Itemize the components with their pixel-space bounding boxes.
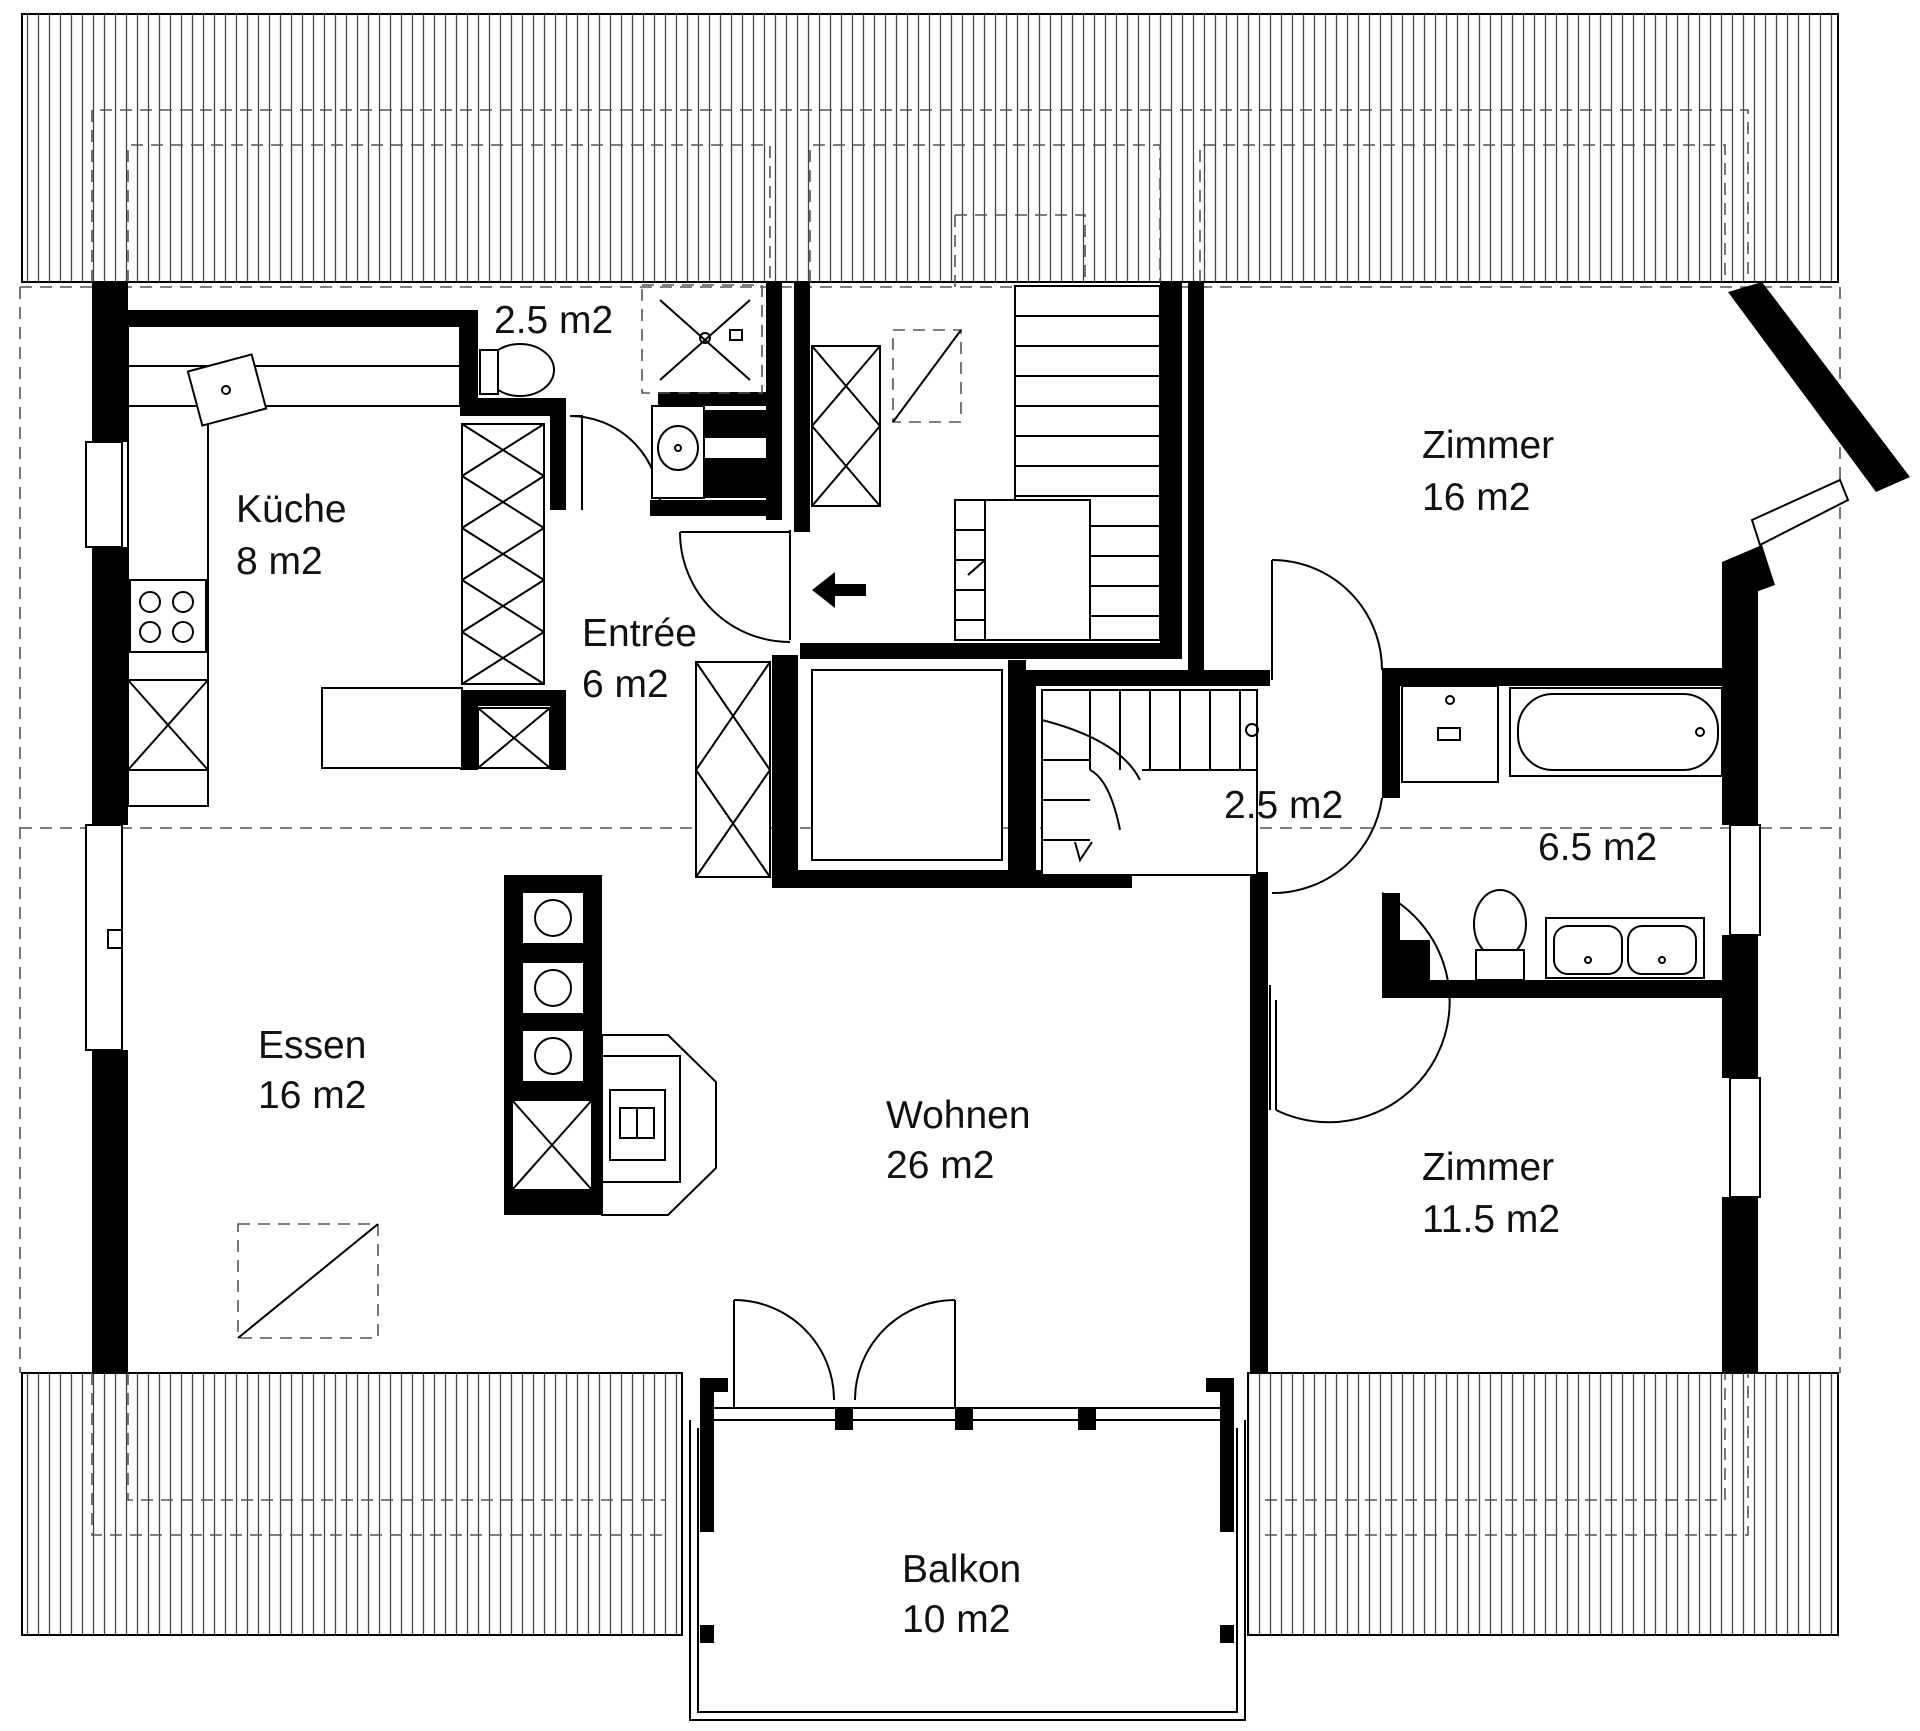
room-kueche-name: Küche: [236, 488, 347, 531]
windows: [85, 441, 1850, 1421]
wc-fixtures: [479, 284, 962, 878]
room-entree-area: 6 m2: [582, 663, 669, 706]
kitchen-fixtures: [127, 325, 551, 807]
room-zimmer1-area: 16 m2: [1422, 476, 1530, 519]
room-zimmer2-area: 11.5 m2: [1422, 1198, 1560, 1241]
bathtub-icon: [1509, 687, 1723, 777]
balcony-outline: [689, 1420, 1246, 1721]
room-vorplatz-area: 2.5 m2: [1224, 784, 1343, 827]
room-zimmer1-name: Zimmer: [1422, 424, 1554, 467]
room-labels: Küche 8 m2 2.5 m2 Entrée 6 m2 Zimmer 16 …: [236, 299, 1657, 1641]
staircase-icon: [954, 285, 1259, 876]
stove-icon: [129, 579, 207, 653]
room-wc-area: 2.5 m2: [494, 299, 613, 342]
room-balkon-area: 10 m2: [902, 1598, 1010, 1641]
skylight: [237, 1223, 379, 1339]
sink-icon: [1545, 917, 1705, 979]
toilet-icon: [1473, 889, 1527, 981]
bath-fixtures: [1401, 685, 1723, 981]
entrance-arrow-icon: [812, 572, 866, 608]
room-bad-area: 6.5 m2: [1538, 826, 1657, 869]
room-wohnen-name: Wohnen: [886, 1094, 1031, 1137]
room-wohnen-area: 26 m2: [886, 1144, 994, 1187]
roof-bottom-right: [1247, 1372, 1839, 1636]
room-essen-name: Essen: [258, 1024, 366, 1067]
shower-icon: [1401, 685, 1499, 783]
walls: [92, 282, 1910, 1643]
toilet-icon: [479, 343, 555, 397]
shower-icon: [641, 284, 763, 394]
sink-icon: [651, 405, 705, 499]
room-entree-name: Entrée: [582, 612, 697, 655]
room-zimmer2-name: Zimmer: [1422, 1146, 1554, 1189]
roof-top: [21, 13, 1839, 283]
fireplace-icon: [504, 875, 717, 1216]
room-balkon-name: Balkon: [902, 1548, 1021, 1591]
doors: [569, 415, 1451, 1408]
room-kueche-area: 8 m2: [236, 540, 323, 583]
roof-bottom-left: [21, 1372, 683, 1636]
room-essen-area: 16 m2: [258, 1074, 366, 1117]
